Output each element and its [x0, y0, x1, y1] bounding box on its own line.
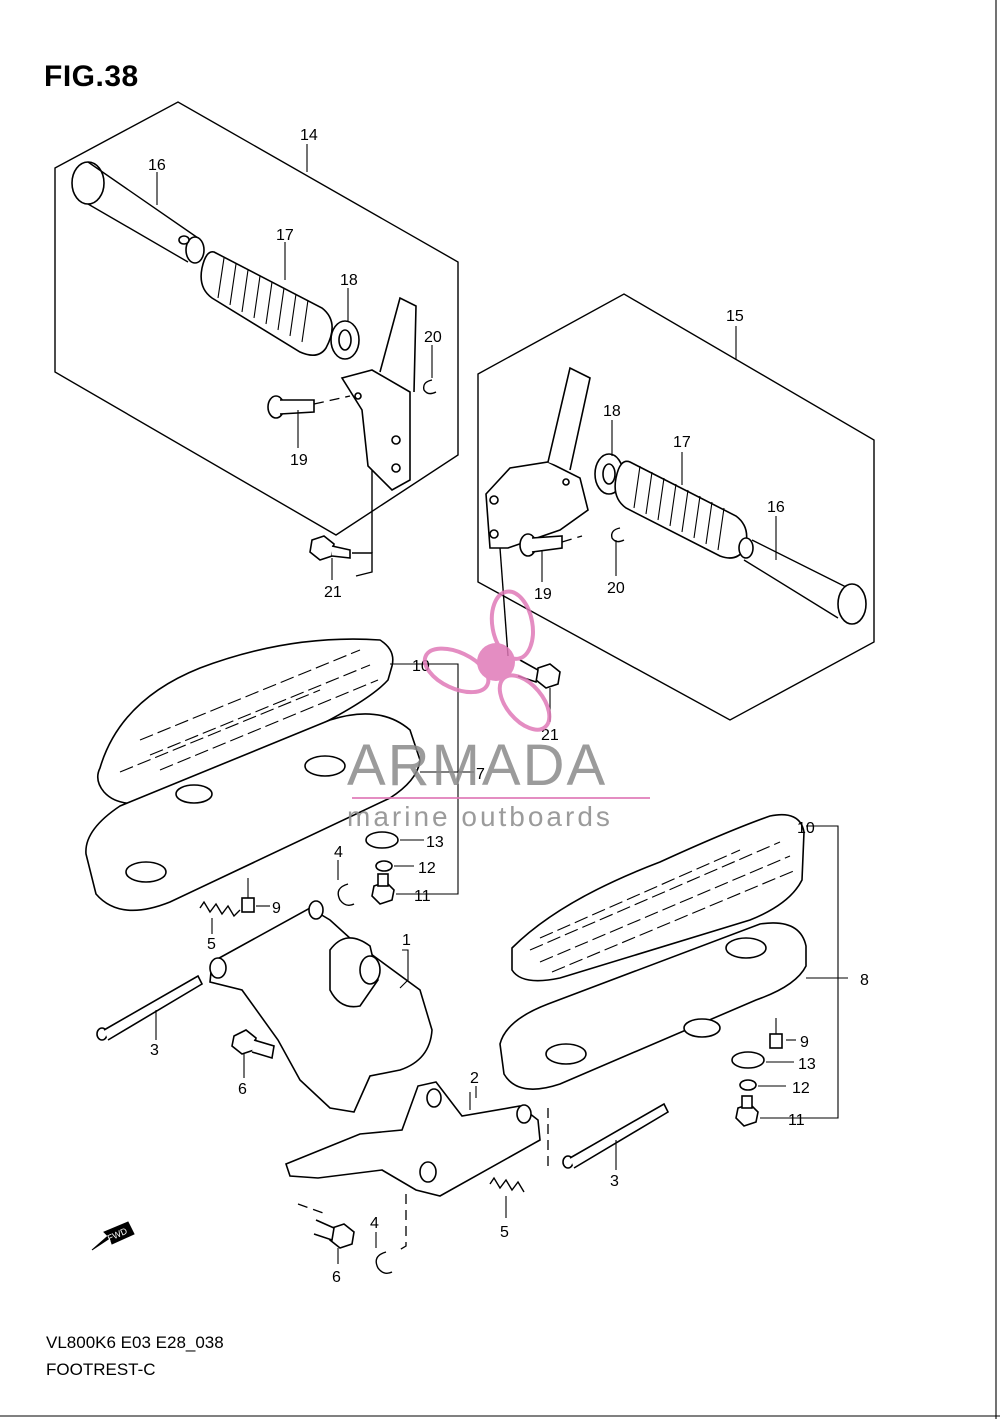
part-19-pin-right: [519, 533, 583, 557]
part-9-bolt-left: [241, 878, 255, 913]
part-6-bolt-right: [313, 1219, 355, 1249]
callout-8: 8: [860, 972, 869, 989]
callout-11-right: 11: [788, 1112, 805, 1129]
callout-13-right: 13: [798, 1056, 816, 1073]
part-16-peg-shaft: [71, 161, 205, 264]
callout-10-right: 10: [797, 820, 815, 837]
callout-13: 13: [426, 834, 444, 851]
part-bracket-left: [340, 296, 417, 491]
part-11-bolt-left: [371, 873, 395, 905]
callout-3-right: 3: [610, 1173, 619, 1190]
callout-4-right: 4: [370, 1215, 379, 1232]
callout-17-right: 17: [673, 434, 691, 451]
watermark-tagline: marine outboards: [347, 801, 613, 832]
callout-12: 12: [418, 860, 436, 877]
part-1-mount-bracket: [209, 900, 433, 1113]
callout-20: 20: [424, 329, 442, 346]
callout-2: 2: [470, 1070, 479, 1087]
callout-19-right: 19: [534, 586, 552, 603]
callout-9: 9: [272, 900, 281, 917]
callout-3: 3: [150, 1042, 159, 1059]
part-20-clip: [422, 379, 437, 395]
part-18-washer-right: [594, 453, 624, 495]
figure-title: FIG.38: [44, 60, 139, 93]
assembly-14-left-footpeg: [54, 101, 459, 580]
callout-labels: 14 16 17 18 20 19 21 15 18 17 16 19 20 2…: [148, 127, 869, 1286]
part-21-bolt: [309, 470, 373, 577]
fwd-arrow-icon: FWD: [91, 1221, 135, 1251]
callout-16: 16: [148, 157, 166, 174]
part-7-base-plate-left: [85, 713, 421, 912]
model-code: VL800K6 E03 E28_038: [46, 1333, 224, 1352]
callout-5: 5: [207, 936, 216, 953]
callout-11: 11: [414, 888, 431, 905]
part-4-clip-right: [375, 1251, 393, 1275]
part-9-bolt-right: [769, 1018, 783, 1049]
part-12-washer-left: [375, 860, 393, 872]
armada-watermark: ARMADA marine outboards: [347, 589, 650, 832]
callout-6-right: 6: [332, 1269, 341, 1286]
part-12-washer-right: [739, 1079, 757, 1091]
callout-18-right: 18: [603, 403, 621, 420]
part-3-long-pin-right: [562, 1102, 670, 1169]
part-5-spring-left: [199, 900, 241, 918]
callout-1: 1: [402, 932, 411, 949]
part-11-bolt-right: [735, 1095, 759, 1127]
callout-15: 15: [726, 308, 744, 325]
callout-7: 7: [476, 766, 485, 783]
callout-17: 17: [276, 227, 294, 244]
right-floorboard-assembly: [499, 813, 848, 1127]
callout-14: 14: [300, 127, 318, 144]
part-6-bolt-left: [231, 1029, 275, 1060]
callout-16-right: 16: [767, 499, 785, 516]
callout-21: 21: [324, 584, 342, 601]
callout-19: 19: [290, 452, 308, 469]
part-4-clip-left: [337, 883, 355, 907]
propeller-logo: [422, 589, 552, 732]
section-name: FOOTREST-C: [46, 1360, 156, 1379]
part-2-lower-bracket: [285, 1081, 541, 1197]
callout-12-right: 12: [792, 1080, 810, 1097]
watermark-brand: ARMADA: [347, 733, 607, 798]
assembly-14-boundary: [54, 101, 459, 536]
callout-21-right: 21: [541, 727, 559, 744]
assembly-15-boundary: [477, 293, 875, 721]
part-5-spring-right: [489, 1176, 525, 1193]
callout-4: 4: [334, 844, 343, 861]
part-bracket-right: [485, 366, 591, 549]
part-10-rubber-pad-right: [511, 813, 805, 982]
callout-20-right: 20: [607, 580, 625, 597]
callout-18: 18: [340, 272, 358, 289]
part-10-rubber-pad-left: [96, 638, 394, 805]
callout-5-right: 5: [500, 1224, 509, 1241]
part-16-peg-shaft-right: [738, 537, 867, 625]
part-20-clip-right: [610, 527, 625, 543]
callout-6: 6: [238, 1081, 247, 1098]
part-3-long-pin-left: [96, 974, 204, 1041]
assembly-15-right-footpeg: [477, 293, 875, 722]
left-floorboard-assembly: [85, 638, 474, 1113]
part-18-washer: [330, 320, 360, 360]
part-19-pin: [267, 395, 351, 419]
part-17-rubber-grip: [200, 251, 333, 356]
part-13-washer-left: [365, 831, 399, 849]
part-17-rubber-grip-right: [614, 460, 748, 559]
part-8-base-plate-right: [499, 922, 807, 1090]
callout-9-right: 9: [800, 1034, 809, 1051]
part-13-washer-right: [731, 1051, 765, 1069]
